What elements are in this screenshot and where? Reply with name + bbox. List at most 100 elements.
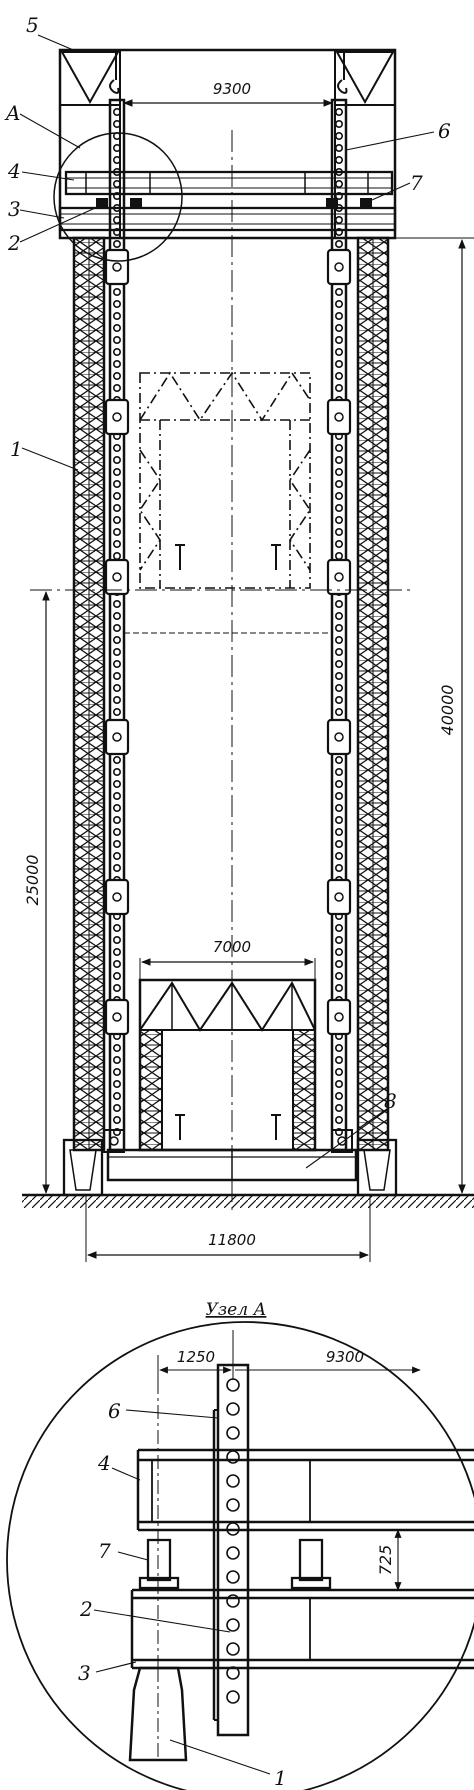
rod-hole xyxy=(113,347,122,356)
lower-span-truss xyxy=(138,978,317,1152)
rod-joint-pin xyxy=(334,892,344,902)
rod-hole xyxy=(334,515,343,524)
dimension-height-total: 40000 xyxy=(395,237,474,1194)
rod-hole xyxy=(334,204,343,213)
rod-hole xyxy=(113,611,122,620)
rod-hole xyxy=(334,311,343,320)
rod-hole xyxy=(334,347,343,356)
rod-hole xyxy=(113,983,122,992)
label-4: 4 xyxy=(7,159,21,183)
rod-hole xyxy=(334,180,343,189)
rod-hole xyxy=(113,491,122,500)
rod-hole xyxy=(113,180,122,189)
dashed-span-hooks xyxy=(175,544,281,570)
detail-label-7: 7 xyxy=(98,1539,111,1563)
label-8: 8 xyxy=(384,1089,397,1113)
detail-label-4: 4 xyxy=(97,1451,111,1475)
rod-hole xyxy=(113,647,122,656)
rod-hole xyxy=(113,695,122,704)
rod-joint xyxy=(326,998,352,1036)
rod-hole xyxy=(334,1128,343,1137)
detail-a: Узел А xyxy=(6,1300,474,1790)
rod-hole xyxy=(334,611,343,620)
rod-joint xyxy=(326,558,352,596)
rod-hole xyxy=(334,503,343,512)
rod-hole xyxy=(334,647,343,656)
rod-hole xyxy=(334,132,343,141)
rod-hole xyxy=(334,923,343,932)
rod-hole xyxy=(334,299,343,308)
rod-hole xyxy=(334,120,343,129)
rod-hole xyxy=(334,323,343,332)
rod-hole xyxy=(113,791,122,800)
leader-lines-detail xyxy=(93,1409,271,1775)
rod-hole xyxy=(334,755,343,764)
rod-hole xyxy=(113,503,122,512)
detail-label-2: 2 xyxy=(79,1597,93,1621)
rod-joint xyxy=(326,878,352,916)
rod-joint-pin xyxy=(334,1012,344,1022)
rod-hole xyxy=(334,695,343,704)
dashed-span-upper xyxy=(139,371,311,589)
label-5: 5 xyxy=(26,13,39,37)
detail-beam-3 xyxy=(130,1588,474,1670)
rod-hole xyxy=(113,539,122,548)
rod-hole xyxy=(113,1080,122,1089)
rod-hole xyxy=(113,1128,122,1137)
rod-joint-pin xyxy=(334,572,344,582)
rod-hole xyxy=(113,935,122,944)
rod-hole xyxy=(334,144,343,153)
rod-hole xyxy=(334,491,343,500)
rod-hole xyxy=(334,803,343,812)
detail-a-marker-circle xyxy=(53,132,183,262)
right-mast xyxy=(356,236,390,1152)
ground-line xyxy=(22,1193,474,1208)
detail-rod-hole xyxy=(226,1618,240,1632)
detail-rod-hole xyxy=(226,1570,240,1584)
detail-dim-b: 9300 xyxy=(235,1348,421,1374)
rod-hole xyxy=(113,803,122,812)
rod-hole xyxy=(334,815,343,824)
detail-dim-c: 725 xyxy=(376,1529,402,1591)
rod-hole xyxy=(334,791,343,800)
label-6: 6 xyxy=(438,119,451,143)
detail-label-1: 1 xyxy=(274,1766,287,1790)
rod-hole xyxy=(113,671,122,680)
rod-hole xyxy=(113,311,122,320)
dimension-height-lower: 25000 xyxy=(23,591,50,1194)
rod-hole xyxy=(334,551,343,560)
rod-hole xyxy=(113,947,122,956)
rod-hole xyxy=(113,707,122,716)
rod-hole xyxy=(334,959,343,968)
rod-joint xyxy=(104,998,130,1036)
rod-hole xyxy=(334,839,343,848)
rod-joint xyxy=(326,398,352,436)
rod-hole xyxy=(113,204,122,213)
rod-joint-pin xyxy=(112,572,122,582)
detail-dim-b-text: 9300 xyxy=(326,1348,364,1366)
rod-hole xyxy=(113,156,122,165)
detail-dim-a: 1250 xyxy=(157,1330,234,1380)
detail-rod-hole xyxy=(226,1690,240,1704)
rod-hole xyxy=(334,371,343,380)
rod-hole xyxy=(113,971,122,980)
rod-hole xyxy=(113,1104,122,1113)
rod-hole xyxy=(334,827,343,836)
rod-hole xyxy=(334,287,343,296)
rod-hole xyxy=(113,551,122,560)
rod-hole xyxy=(334,935,343,944)
rod-hole xyxy=(113,335,122,344)
rod-hole xyxy=(334,983,343,992)
rod-hole xyxy=(113,443,122,452)
rod-hole xyxy=(113,168,122,177)
rod-joint xyxy=(326,718,352,756)
rod-hole xyxy=(334,539,343,548)
rod-joint-pin xyxy=(112,892,122,902)
rod-hole xyxy=(113,467,122,476)
detail-a-circle xyxy=(6,1321,474,1790)
detail-rod-hole xyxy=(226,1594,240,1608)
detail-beam-4 xyxy=(136,1448,474,1532)
rod-hole xyxy=(334,683,343,692)
rod-hole xyxy=(113,383,122,392)
detail-rod-hole xyxy=(226,1546,240,1560)
